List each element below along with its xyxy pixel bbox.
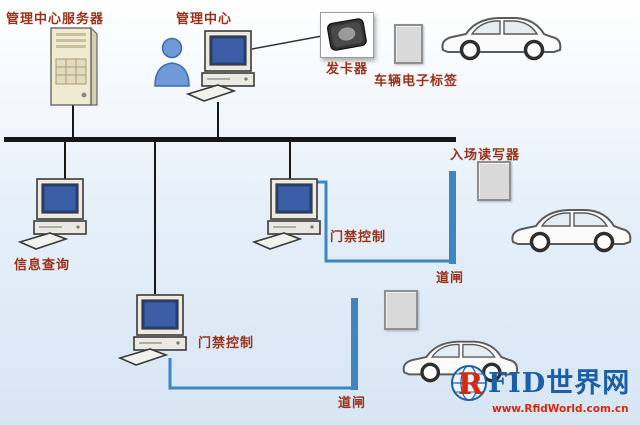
- car-icon-bottom: [402, 340, 518, 383]
- car-icon-top: [441, 17, 562, 61]
- access-control-2-computer-icon: [118, 294, 187, 366]
- bus-line: [4, 137, 456, 142]
- vehicle-tag-label: 车辆电子标签: [374, 74, 459, 89]
- rfidworld-logo: R FID世界网 www.RfidWorld.com.cn: [450, 364, 638, 415]
- barrier-1-label: 道闸: [436, 271, 465, 286]
- entrance-reader-icon: [477, 161, 511, 201]
- access-control-1-computer-icon: [252, 178, 321, 250]
- logo-text: FID世界网: [488, 367, 631, 399]
- server-label: 管理中心服务器: [6, 12, 105, 27]
- access-control-1-label: 门禁控制: [330, 230, 387, 245]
- management-center-label: 管理中心: [176, 12, 233, 27]
- barrier-2-cable: [168, 358, 352, 390]
- car-icon-middle: [511, 209, 632, 253]
- rfid-globe-icon: R: [451, 365, 487, 402]
- logo-letter-r: R: [458, 367, 484, 402]
- barrier-2-bar: [351, 298, 358, 390]
- barrier-1-bar: [449, 171, 456, 264]
- operator-person-icon: [154, 37, 190, 87]
- entrance-reader-label: 入场读写器: [450, 148, 521, 163]
- vehicle-tag-icon: [394, 24, 423, 64]
- logo-url: www.RfidWorld.com.cn: [492, 403, 629, 415]
- info-query-label: 信息查询: [14, 258, 71, 273]
- card-issuer-device: [320, 12, 374, 58]
- barrier-2-label: 道闸: [338, 396, 367, 411]
- exit-reader-icon: [384, 290, 418, 330]
- server-icon: [50, 26, 98, 106]
- access-control-2-label: 门禁控制: [198, 336, 255, 351]
- card-issuer-icon: [326, 18, 367, 51]
- management-center-computer-icon: [186, 30, 255, 102]
- card-issuer-label: 发卡器: [326, 62, 369, 77]
- info-query-computer-icon: [18, 178, 87, 250]
